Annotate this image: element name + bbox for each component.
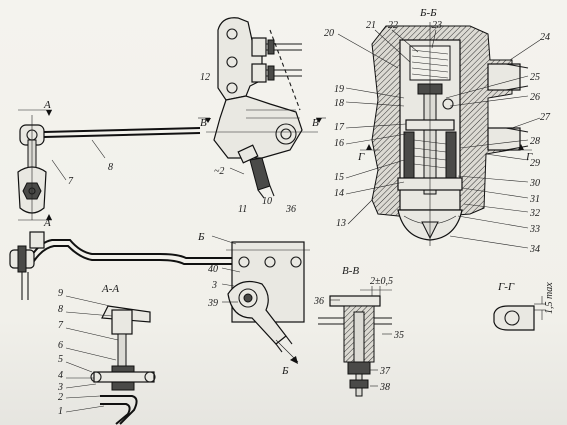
callout-31: 31	[529, 194, 540, 205]
view-title-g-g: Г-Г	[497, 281, 515, 293]
view-g-g	[493, 296, 546, 331]
section-label-g-right: Г	[525, 151, 533, 163]
callout-38: 38	[379, 382, 390, 393]
callout-26: 26	[530, 92, 540, 103]
callout-8: 8	[108, 162, 113, 173]
section-label-a-bottom: А	[43, 217, 51, 229]
callout-4: 4	[58, 370, 63, 381]
view-title-a-a: А-А	[101, 283, 119, 295]
section-label-b-top: Б	[197, 231, 205, 243]
view-v-v	[318, 286, 392, 397]
section-label-v-left: В	[312, 117, 319, 129]
callout-20: 20	[324, 28, 334, 39]
callout-39: 39	[207, 298, 218, 309]
section-b-b-valve	[337, 22, 541, 249]
view-title-v-v: В-В	[342, 265, 359, 277]
callout-22: 22	[388, 20, 398, 31]
callout-23: 23	[432, 20, 442, 31]
callout-13: 13	[336, 218, 346, 229]
callout-34: 34	[529, 244, 540, 255]
callout-28: 28	[530, 136, 540, 147]
callout-15: 15	[334, 172, 344, 183]
callout-3: 3	[57, 382, 63, 393]
top-middle-bracket-assembly	[198, 17, 326, 199]
callout-8-view: 8	[58, 304, 63, 315]
callout-16: 16	[334, 138, 344, 149]
callout-33: 33	[529, 224, 540, 235]
section-label-b-bottom: Б	[281, 365, 289, 377]
section-label-g-left: Г	[357, 151, 365, 163]
callout-7: 7	[68, 176, 74, 187]
callout-2: 2	[58, 392, 63, 403]
callout-24: 24	[540, 32, 550, 43]
callout-25: 25	[530, 72, 540, 83]
callout-17: 17	[334, 122, 345, 133]
callout-1: 1	[58, 406, 63, 417]
callout-11: 11	[238, 204, 247, 215]
callout-6: 6	[58, 340, 63, 351]
callout-40: 40	[208, 264, 218, 275]
dimension-gap-2-0-5: 2±0,5	[370, 276, 393, 287]
callout-9: 9	[58, 288, 63, 299]
top-left-lever-assembly	[17, 109, 201, 221]
callout-21: 21	[366, 20, 376, 31]
callout-12: 12	[200, 72, 210, 83]
callout-10: 10	[262, 196, 272, 207]
dimension-approx-2: ~2	[214, 166, 224, 177]
callout-36: 36	[285, 204, 296, 215]
section-label-a-top: А	[43, 99, 51, 111]
callout-37: 37	[379, 366, 391, 377]
callout-30: 30	[529, 178, 540, 189]
callout-7-view: 7	[58, 320, 64, 331]
callout-29: 29	[530, 158, 540, 169]
callout-36-view: 36	[313, 296, 324, 307]
callout-5: 5	[58, 354, 63, 365]
callout-35: 35	[393, 330, 404, 341]
view-a-a	[65, 295, 156, 425]
callout-14: 14	[334, 188, 344, 199]
middle-rod-assembly	[9, 231, 310, 364]
section-label-v-right: В	[200, 117, 207, 129]
callout-27: 27	[540, 112, 551, 123]
callout-18: 18	[334, 98, 344, 109]
callout-19: 19	[334, 84, 344, 95]
callout-3-mid: 3	[211, 280, 217, 291]
dimension-max-1-5: 1,5 max	[544, 282, 555, 314]
callout-32: 32	[529, 208, 540, 219]
section-title-b-b: Б-Б	[419, 7, 437, 19]
